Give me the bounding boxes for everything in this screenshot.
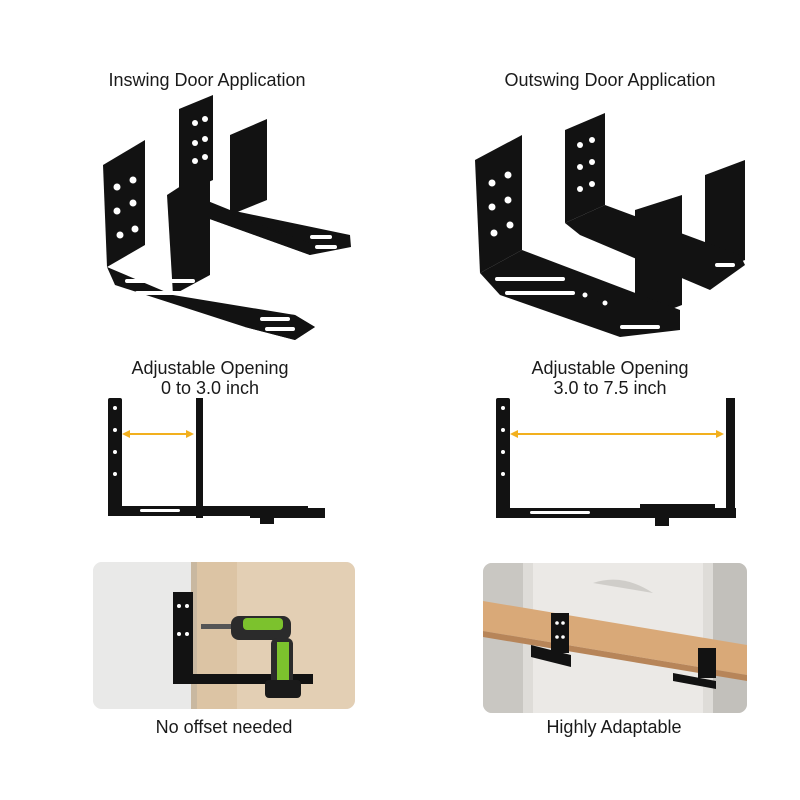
inswing-install-photo: [93, 562, 355, 709]
wood-bar-scene-illustration: [483, 563, 747, 713]
inswing-range-label: Adjustable Opening 0 to 3.0 inch: [10, 358, 410, 398]
outswing-profile-diagram: [496, 398, 736, 526]
outswing-brackets-image: [475, 113, 745, 337]
inswing-title: Inswing Door Application: [108, 70, 306, 90]
outswing-range-label: Adjustable Opening 3.0 to 7.5 inch: [410, 358, 800, 398]
inswing-caption: No offset needed: [155, 717, 293, 737]
inswing-panel: Inswing Door Application: [93, 70, 355, 737]
inswing-range-title: Adjustable Opening: [131, 358, 289, 378]
inswing-range-value: 0 to 3.0 inch: [160, 378, 260, 398]
outswing-title: Outswing Door Application: [504, 70, 716, 90]
outswing-range-title: Adjustable Opening: [531, 358, 689, 378]
outswing-range-value: 3.0 to 7.5 inch: [553, 378, 667, 398]
outswing-panel: Outswing Door Application: [400, 0, 800, 800]
outswing-install-photo: [483, 563, 747, 713]
outswing-caption: Highly Adaptable: [546, 717, 682, 737]
inswing-profile-diagram: [108, 398, 325, 524]
inswing-brackets-image: [103, 95, 351, 340]
drill-scene-illustration: [93, 562, 355, 709]
